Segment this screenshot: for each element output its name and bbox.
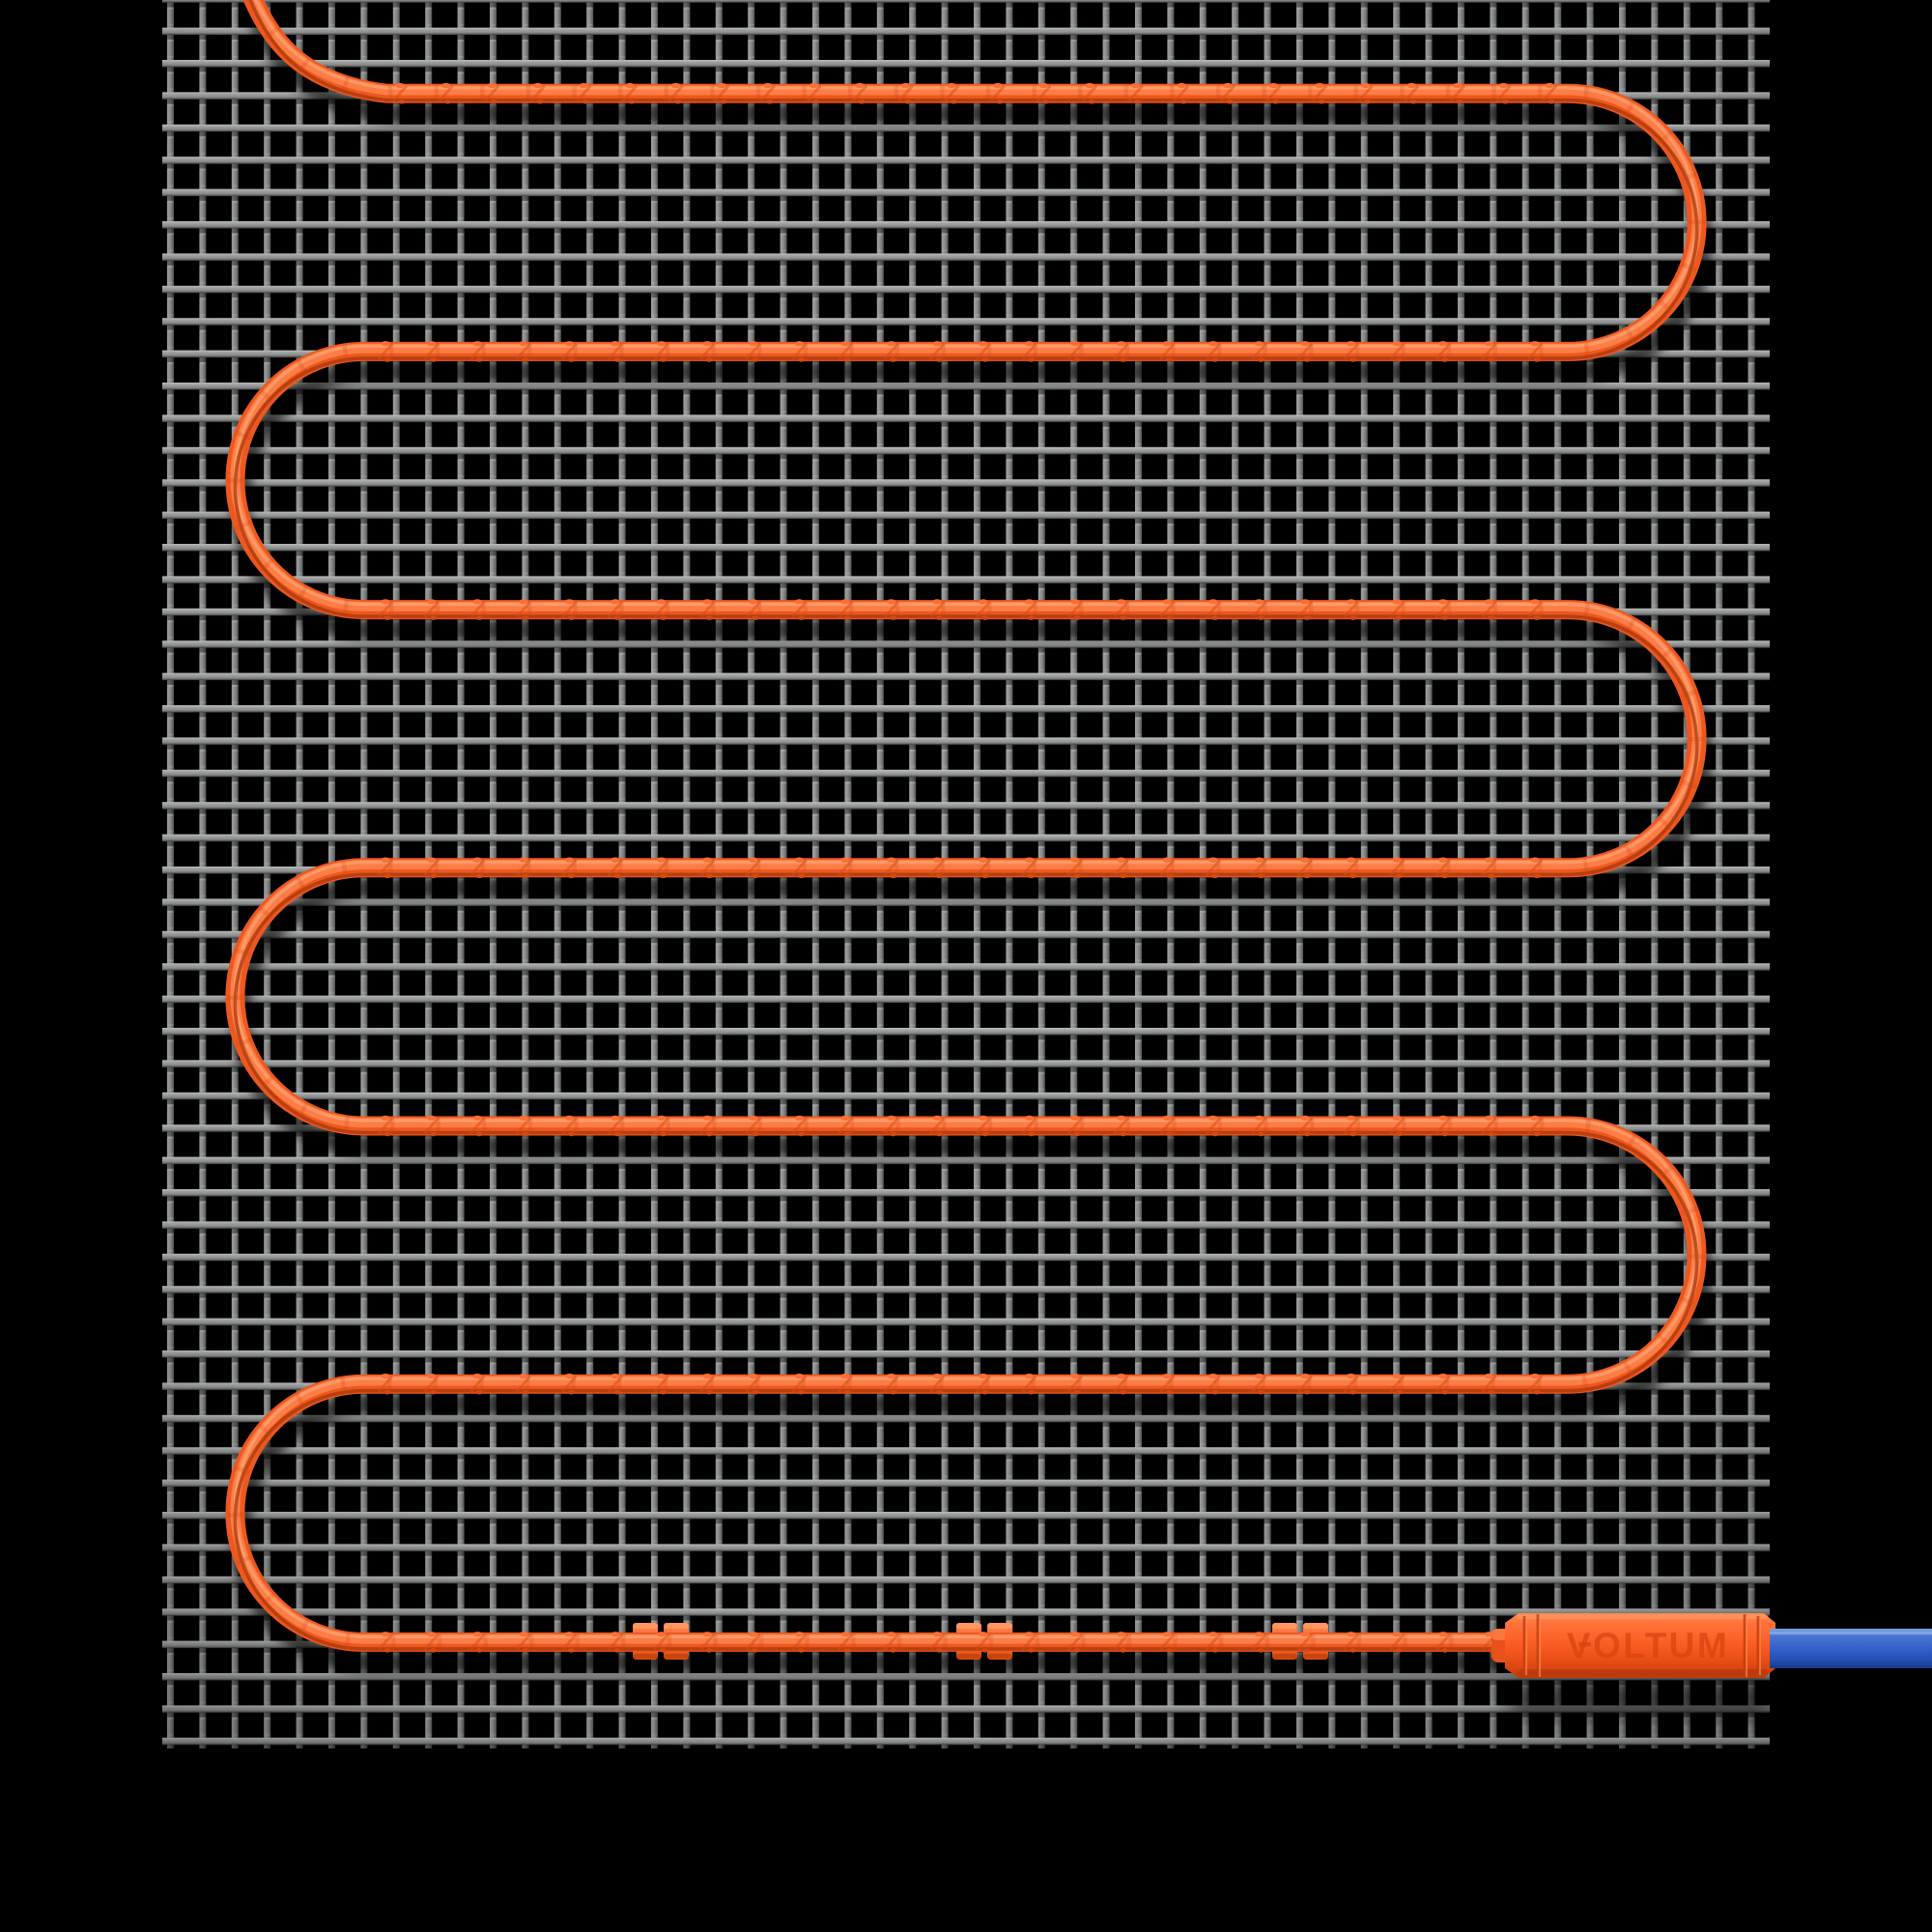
svg-text:VOLTUM: VOLTUM	[1567, 1626, 1729, 1665]
